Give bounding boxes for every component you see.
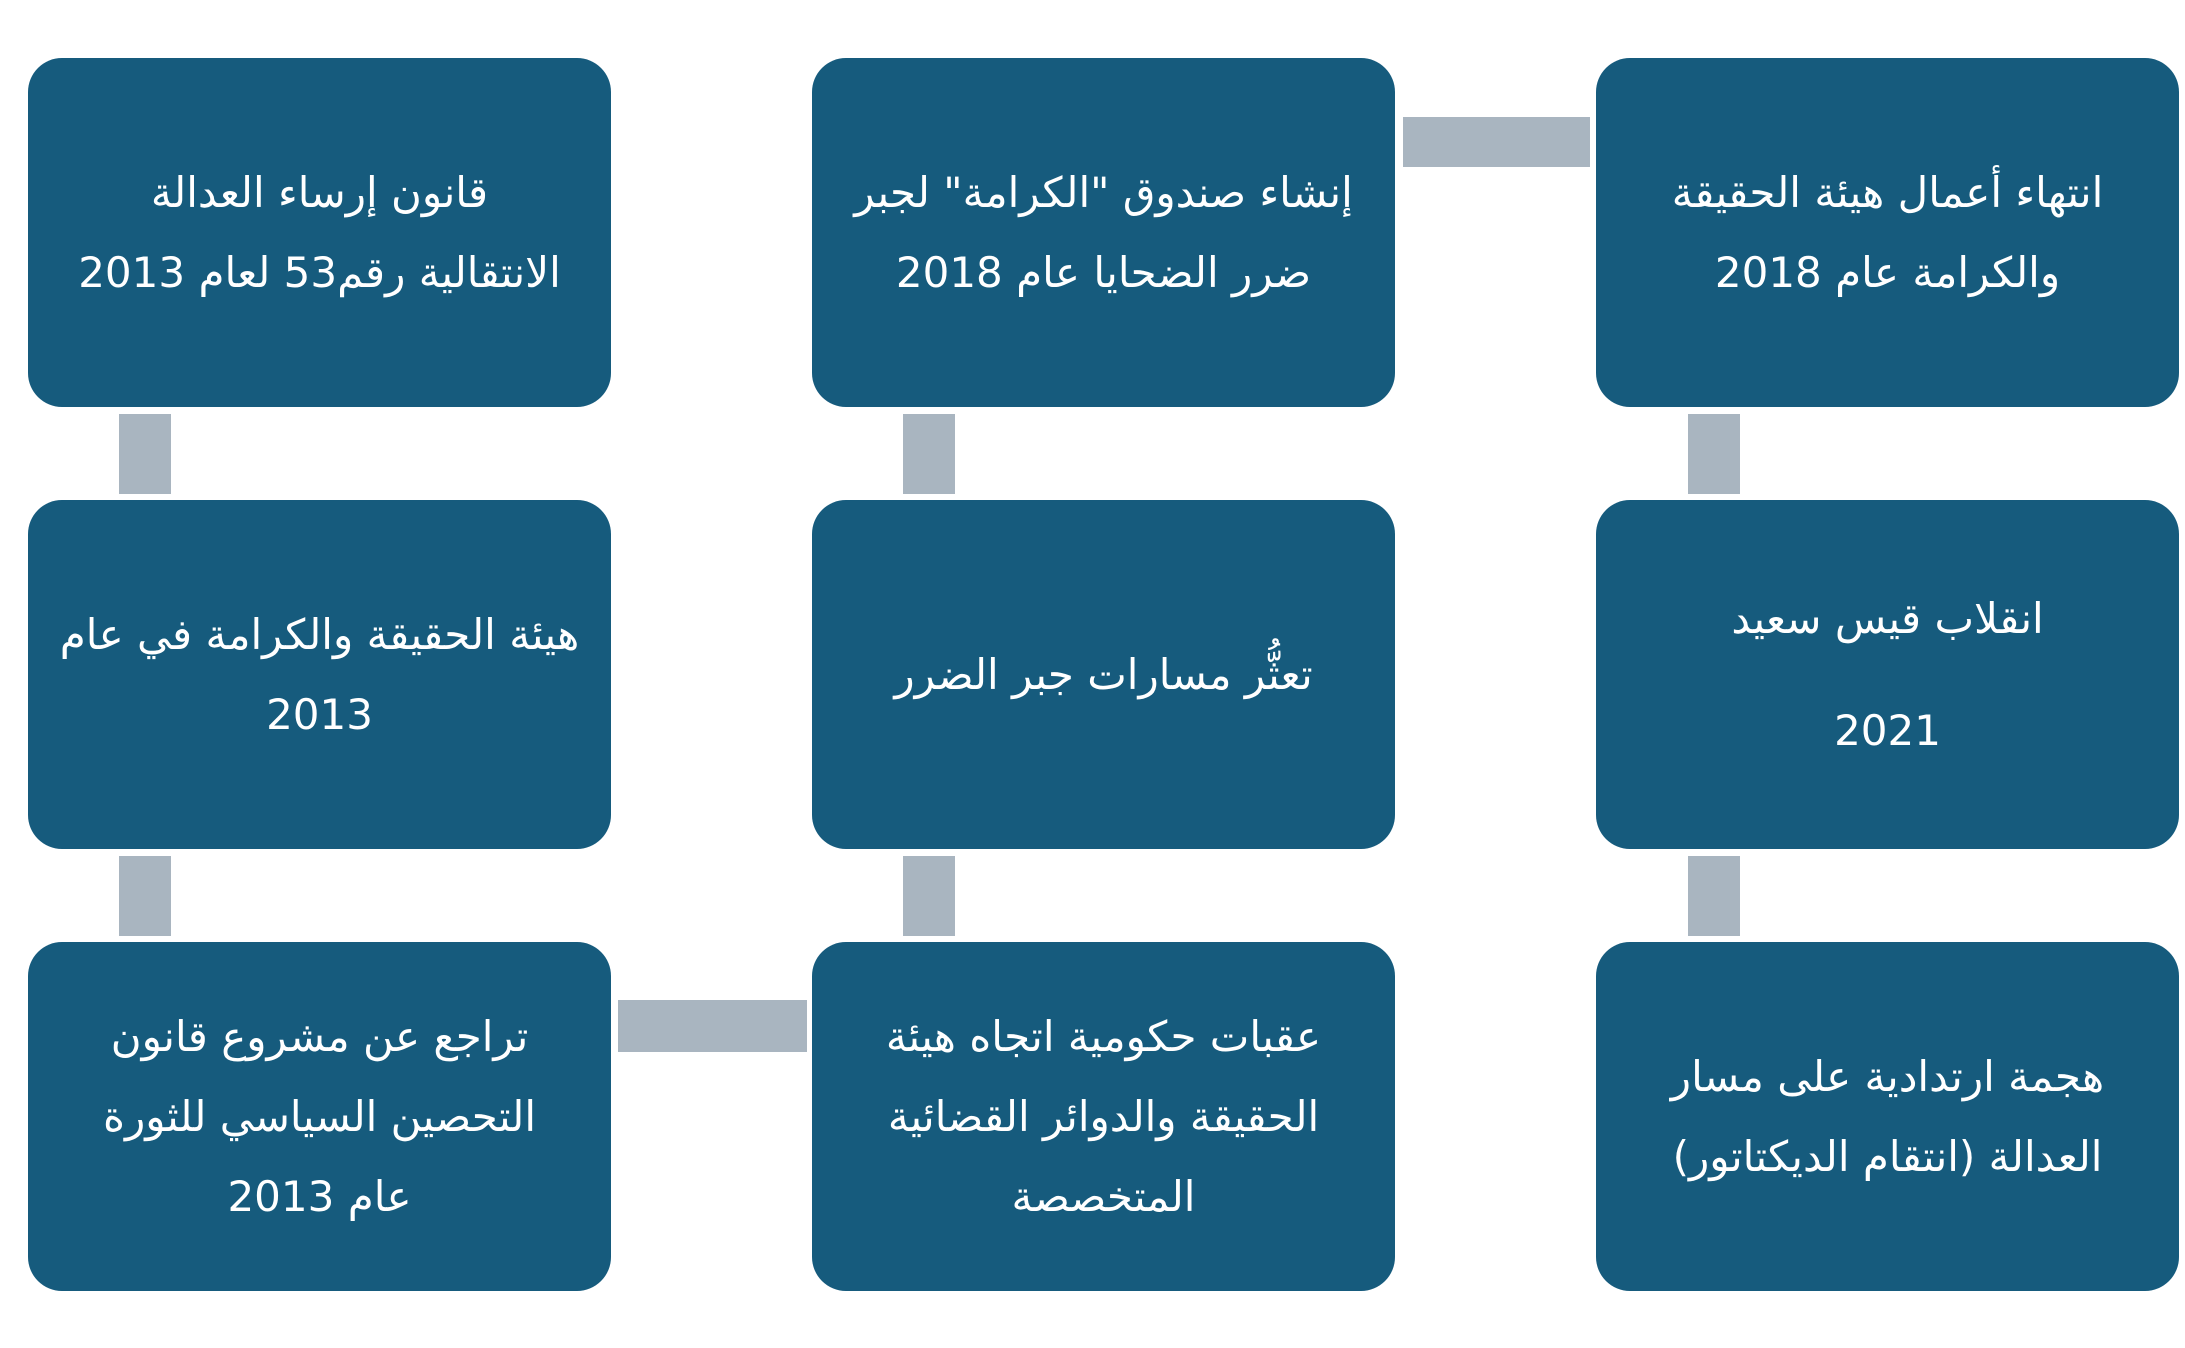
node-reparation-stall: تعثُّر مسارات جبر الضرر	[812, 500, 1395, 849]
node-ivd-end-line-2: والكرامة عام 2018	[1714, 247, 2061, 297]
node-saied-coup-line-1: انقلاب قيس سعيد	[1731, 593, 2044, 643]
node-law-53-line-2: الانتقالية رقم53 لعام 2013	[78, 247, 561, 297]
node-law-53: قانون إرساء العدالة الانتقالية رقم53 لعا…	[28, 58, 611, 407]
connector-v-col1-lower	[119, 856, 171, 936]
connector-v-col2-lower	[903, 856, 955, 936]
connector-v-col2-upper	[903, 414, 955, 494]
node-dignity-fund-line-2: ضرر الضحايا عام 2018	[895, 247, 1312, 297]
connector-v-col3-lower	[1688, 856, 1740, 936]
node-immunization-retreat-line-1: تراجع عن مشروع قانون	[110, 1011, 529, 1061]
node-ivd-2013-line-2: 2013	[266, 689, 373, 739]
connector-h-top	[1403, 117, 1590, 167]
node-ivd-2013-line-1: هيئة الحقيقة والكرامة في عام	[59, 609, 580, 659]
connector-v-col3-upper	[1688, 414, 1740, 494]
node-immunization-retreat: تراجع عن مشروع قانون التحصين السياسي للث…	[28, 942, 611, 1291]
node-gov-obstacles: عقبات حكومية اتجاه هيئة الحقيقة والدوائر…	[812, 942, 1395, 1291]
node-dignity-fund: إنشاء صندوق "الكرامة" لجبر ضرر الضحايا ع…	[812, 58, 1395, 407]
node-ivd-end-line-1: انتهاء أعمال هيئة الحقيقة	[1671, 167, 2104, 217]
node-regression-attack-line-2: العدالة (انتقام الديكتاتور)	[1672, 1131, 2103, 1181]
node-gov-obstacles-line-1: عقبات حكومية اتجاه هيئة	[885, 1011, 1322, 1061]
node-saied-coup-line-2: 2021	[1834, 705, 1941, 755]
node-immunization-retreat-line-2: التحصين السياسي للثورة	[103, 1091, 536, 1141]
node-dignity-fund-line-1: إنشاء صندوق "الكرامة" لجبر	[854, 167, 1353, 217]
connector-v-col1-upper	[119, 414, 171, 494]
node-ivd-2013: هيئة الحقيقة والكرامة في عام 2013	[28, 500, 611, 849]
node-regression-attack: هجمة ارتدادية على مسار العدالة (انتقام ا…	[1596, 942, 2179, 1291]
node-law-53-line-1: قانون إرساء العدالة	[150, 167, 489, 217]
node-saied-coup: انقلاب قيس سعيد 2021	[1596, 500, 2179, 849]
connector-h-bottom	[618, 1000, 807, 1052]
node-regression-attack-line-1: هجمة ارتدادية على مسار	[1670, 1051, 2105, 1101]
node-reparation-stall-line-1: تعثُّر مسارات جبر الضرر	[894, 649, 1313, 699]
node-ivd-end: انتهاء أعمال هيئة الحقيقة والكرامة عام 2…	[1596, 58, 2179, 407]
node-immunization-retreat-line-3: عام 2013	[227, 1171, 412, 1221]
node-gov-obstacles-line-2: الحقيقة والدوائر القضائية	[887, 1091, 1320, 1141]
node-gov-obstacles-line-3: المتخصصة	[1011, 1171, 1196, 1221]
